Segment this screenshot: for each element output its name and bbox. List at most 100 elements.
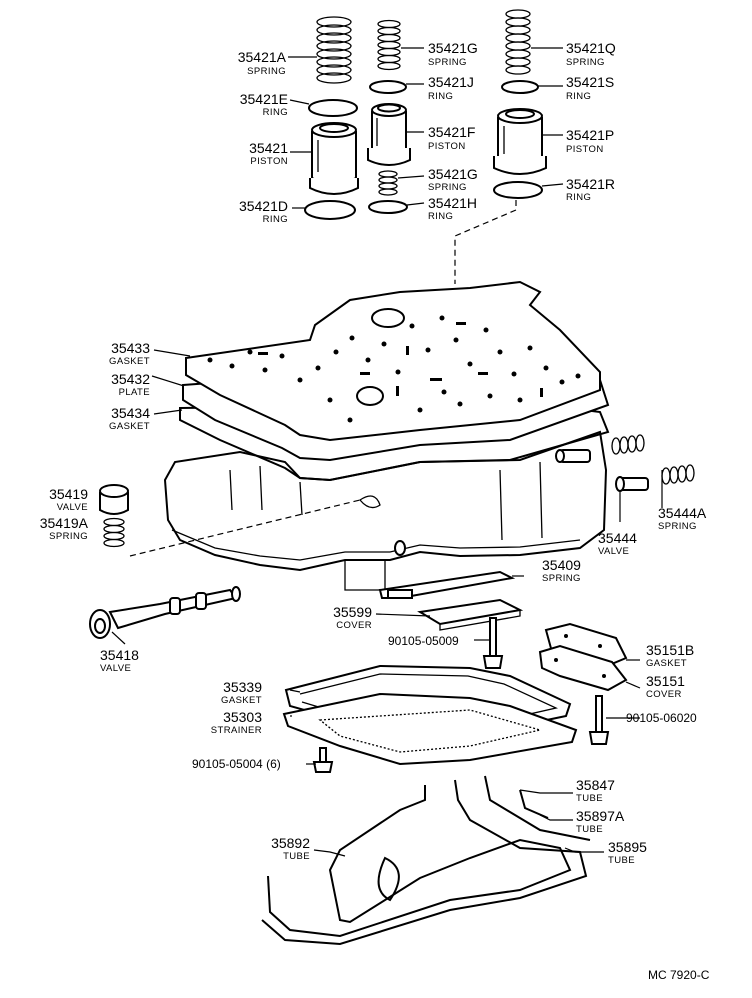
ring-icons [304,80,543,220]
callout-35421q: 35421Q SPRING [566,40,616,68]
svg-text:RING: RING [566,91,591,102]
callout-35151: 35151 COVER [646,673,685,700]
svg-text:35897A: 35897A [576,808,625,824]
svg-text:35421H: 35421H [428,195,477,211]
svg-text:GASKET: GASKET [221,695,262,706]
callout-35421r: 35421R RING [566,176,615,203]
svg-text:VALVE: VALVE [57,502,88,513]
svg-text:SPRING: SPRING [542,573,581,584]
svg-text:35421D: 35421D [239,198,288,214]
cover-35151-drawing [538,622,628,692]
svg-text:35421F: 35421F [428,124,475,140]
plate-stack-drawing [179,280,610,482]
svg-text:35433: 35433 [111,340,150,356]
spring-35409-drawing [378,570,516,599]
svg-text:RING: RING [263,107,288,118]
svg-text:35151B: 35151B [646,642,694,658]
svg-text:35151: 35151 [646,673,685,689]
svg-text:35418: 35418 [100,647,139,663]
svg-text:35303: 35303 [223,709,262,725]
svg-text:35421G: 35421G [428,40,478,56]
svg-text:SPRING: SPRING [428,182,467,193]
svg-text:35444A: 35444A [658,505,707,521]
callout-35444a: 35444A SPRING [658,505,707,532]
valve-35418-drawing [89,586,241,639]
svg-text:GASKET: GASKET [109,356,150,367]
spring-35421q-drawing [505,9,531,75]
spring-35421a-drawing [316,16,352,84]
svg-text:GASKET: GASKET [646,658,687,669]
svg-text:35421Q: 35421Q [566,40,616,56]
svg-text:SPRING: SPRING [247,66,286,77]
tube-assembly-drawing [261,775,591,946]
svg-text:35421A: 35421A [238,49,287,65]
svg-text:SPRING: SPRING [658,521,697,532]
catalog-code: MC 7920-C [648,968,710,982]
callout-35847: 35847 TUBE [576,777,615,804]
svg-text:COVER: COVER [646,689,682,700]
svg-text:35895: 35895 [608,839,647,855]
callout-35421g-mid: 35421G SPRING [428,166,478,193]
piston-35421-drawing [309,122,359,195]
svg-text:RING: RING [566,192,591,203]
svg-text:35444: 35444 [598,530,637,546]
svg-text:TUBE: TUBE [576,824,603,835]
svg-text:35409: 35409 [542,557,581,573]
svg-text:TUBE: TUBE [576,793,603,804]
svg-text:SPRING: SPRING [49,531,88,542]
callout-35895: 35895 TUBE [608,839,647,866]
callout-35421d: 35421D RING [239,198,288,225]
cover-35599-drawing [417,598,524,631]
svg-text:RING: RING [428,211,453,222]
spring-35421g-top-drawing [377,19,401,71]
svg-text:RING: RING [428,91,453,102]
bolt-icons [312,617,610,773]
svg-text:35599: 35599 [333,604,372,620]
svg-text:VALVE: VALVE [598,546,629,557]
svg-text:35419A: 35419A [40,515,89,531]
callout-35421p: 35421P PISTON [566,127,614,155]
svg-text:VALVE: VALVE [100,663,131,674]
svg-text:35421: 35421 [249,140,288,156]
callout-35419: 35419 VALVE [49,486,88,513]
svg-text:COVER: COVER [336,620,372,631]
callout-35433: 35433 GASKET [109,340,150,367]
callout-35418: 35418 VALVE [100,647,139,674]
spring-35444a-drawing [611,434,695,485]
callout-35409: 35409 SPRING [542,557,581,584]
svg-text:35847: 35847 [576,777,615,793]
callout-35421h: 35421H RING [428,195,477,222]
bolt-code-3: 90105-05004 (6) [192,757,281,771]
callout-35421a: 35421A SPRING [238,49,287,77]
svg-text:SPRING: SPRING [428,57,467,68]
callout-35303: 35303 STRAINER [211,709,262,736]
callout-35432: 35432 PLATE [111,371,150,398]
svg-text:35339: 35339 [223,679,262,695]
svg-text:PISTON: PISTON [566,144,604,155]
callout-35419a: 35419A SPRING [40,515,89,542]
svg-text:35421G: 35421G [428,166,478,182]
callout-35599: 35599 COVER [333,604,372,631]
svg-text:35421E: 35421E [240,91,288,107]
svg-text:GASKET: GASKET [109,421,150,432]
svg-text:SPRING: SPRING [566,57,605,68]
svg-text:35421J: 35421J [428,74,474,90]
callout-35151b: 35151B GASKET [646,642,694,669]
callout-35421g-top: 35421G SPRING [428,40,478,68]
svg-text:PISTON: PISTON [428,141,466,152]
bolt-code-1: 90105-05009 [388,634,459,648]
svg-text:35434: 35434 [111,405,150,421]
callout-35434: 35434 GASKET [109,405,150,432]
spring-35419a-drawing [103,517,125,548]
valve-35444-drawing [555,449,649,492]
callout-35421s: 35421S RING [566,74,614,102]
svg-text:35419: 35419 [49,486,88,502]
leader-lines [111,47,663,857]
callout-35421e: 35421E RING [240,91,288,118]
valve-body-drawing [163,430,608,591]
svg-text:35432: 35432 [111,371,150,387]
svg-text:STRAINER: STRAINER [211,725,262,736]
svg-text:TUBE: TUBE [608,855,635,866]
bolt-code-2: 90105-06020 [626,711,697,725]
